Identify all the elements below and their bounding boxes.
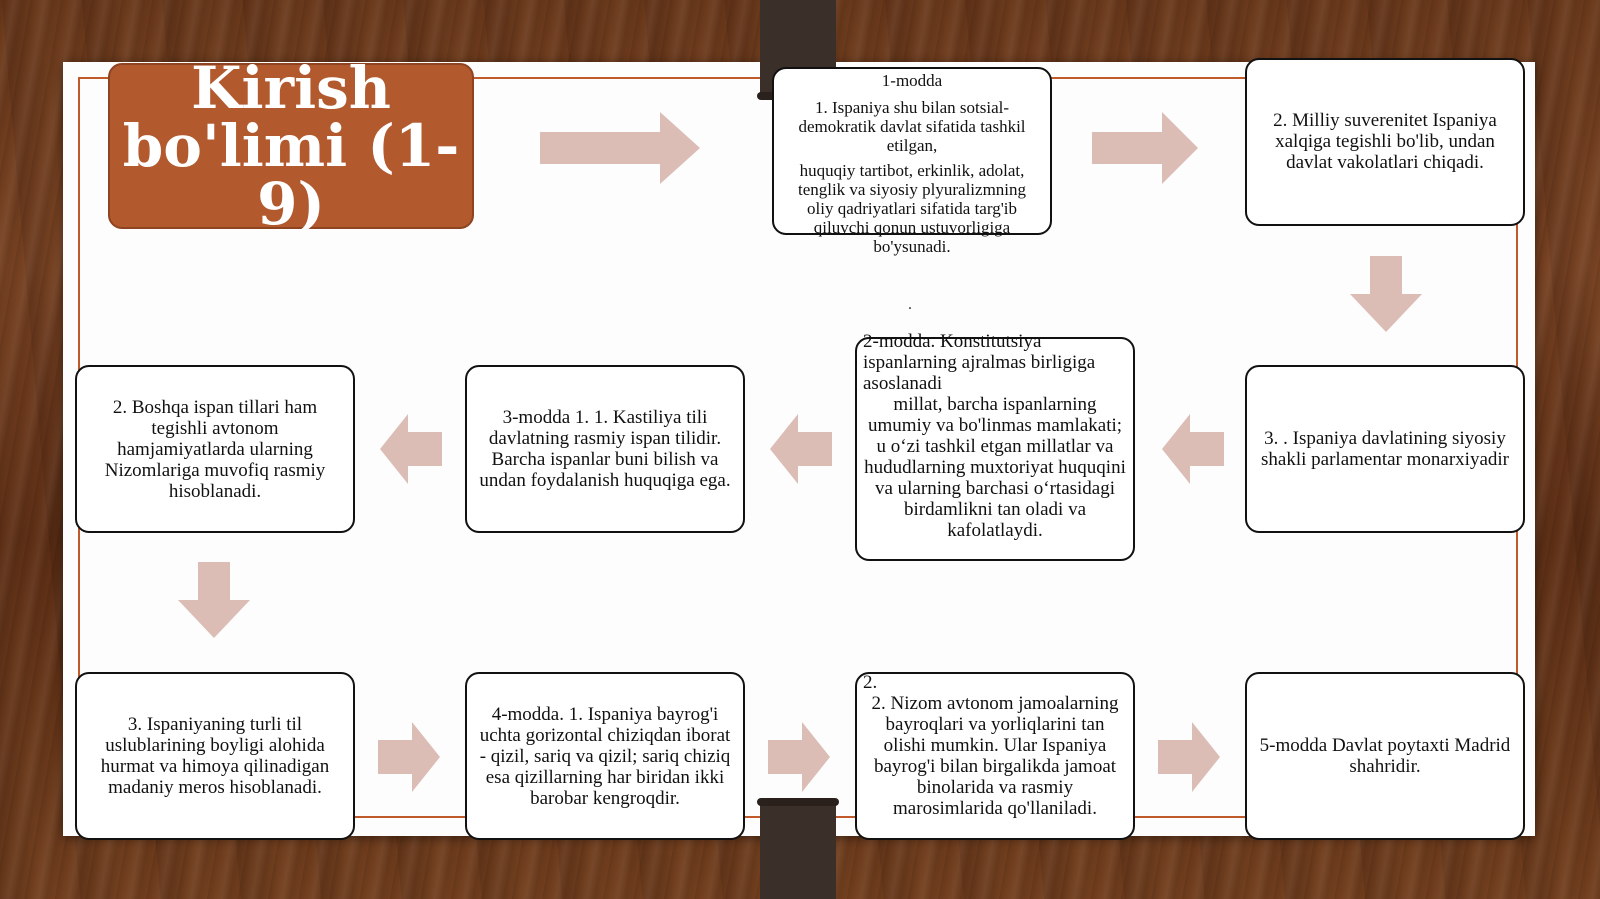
nizom-number: 2. bbox=[863, 672, 878, 693]
nizom-text: 2. Nizom avtonom jamoalarning bayroqlari… bbox=[871, 693, 1119, 819]
arrow-title-to-modda1-icon bbox=[540, 112, 700, 184]
box-nizom: 2. 2. Nizom avtonom jamoalarning bayroql… bbox=[855, 672, 1135, 840]
arrow-modda3-to-boshqa-icon bbox=[380, 414, 442, 484]
arrow-suverenitet-to-monarxiya-icon bbox=[1350, 256, 1422, 332]
box-til-uslublari: 3. Ispaniyaning turli til uslublarining … bbox=[75, 672, 355, 840]
modda-1-paragraph-2: huquqiy tartibot, erkinlik, adolat, teng… bbox=[797, 161, 1027, 256]
box-boshqa-tillar: 2. Boshqa ispan tillari ham tegishli avt… bbox=[75, 365, 355, 533]
modda-4-text: 4-modda. 1. Ispaniya bayrog'i uchta gori… bbox=[479, 703, 731, 809]
box-modda-5: 5-modda Davlat poytaxti Madrid shahridir… bbox=[1245, 672, 1525, 840]
box-monarxiya: 3. . Ispaniya davlatining siyosiy shakli… bbox=[1245, 365, 1525, 533]
box-modda-1: 1-modda 1. Ispaniya shu bilan sotsial-de… bbox=[772, 67, 1052, 256]
arrow-nizom-to-modda5-icon bbox=[1158, 722, 1220, 792]
modda-1-heading: 1-modda bbox=[881, 71, 943, 90]
til-uslublari-text: 3. Ispaniyaning turli til uslublarining … bbox=[100, 714, 330, 798]
modda-5-text: 5-modda Davlat poytaxti Madrid shahridir… bbox=[1259, 735, 1511, 777]
suverenitet-text: 2. Milliy suverenitet Ispaniya xalqiga t… bbox=[1273, 110, 1497, 173]
arrow-uslublar-to-modda4-icon bbox=[378, 722, 440, 792]
box-suverenitet: 2. Milliy suverenitet Ispaniya xalqiga t… bbox=[1245, 58, 1525, 226]
binder-clip-bottom bbox=[760, 800, 836, 899]
arrow-monarxiya-to-modda2-icon bbox=[1162, 414, 1224, 484]
box-modda-2: 2-modda. Konstitutsiya ispanlarning ajra… bbox=[855, 331, 1135, 561]
stray-dot: . bbox=[908, 296, 912, 313]
arrow-modda4-to-nizom-icon bbox=[768, 722, 830, 792]
box-modda-4: 4-modda. 1. Ispaniya bayrog'i uchta gori… bbox=[465, 672, 745, 840]
boshqa-tillar-text: 2. Boshqa ispan tillari ham tegishli avt… bbox=[104, 396, 326, 502]
modda-2-paragraph-2: millat, barcha ispanlarning umumiy va bo… bbox=[864, 394, 1126, 541]
arrow-modda1-to-suverenitet-icon bbox=[1092, 112, 1198, 184]
modda-3-text: 3-modda 1. 1. Kastiliya tili davlatning … bbox=[479, 407, 731, 491]
arrow-boshqa-to-uslublar-icon bbox=[178, 562, 250, 638]
binder-clip-bottom-lip bbox=[757, 798, 839, 806]
box-modda-3: 3-modda 1. 1. Kastiliya tili davlatning … bbox=[465, 365, 745, 533]
modda-1-paragraph-1: 1. Ispaniya shu bilan sotsial-demokratik… bbox=[798, 98, 1026, 155]
modda-2-paragraph-1: 2-modda. Konstitutsiya ispanlarning ajra… bbox=[863, 331, 1096, 394]
slide-title: Kirish bo'limi (1-9) bbox=[108, 59, 474, 233]
arrow-modda2-to-modda3-icon bbox=[770, 414, 832, 484]
monarxiya-text: 3. . Ispaniya davlatining siyosiy shakli… bbox=[1261, 428, 1509, 470]
